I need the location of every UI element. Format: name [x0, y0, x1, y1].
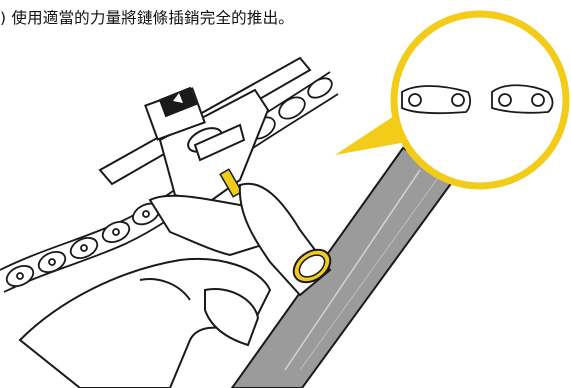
chain-tool [98, 56, 312, 207]
instruction-text: ) 使用適當的力量將鏈條插銷完全的推出。 [0, 9, 294, 27]
tool-pin [219, 168, 243, 198]
triangle-logo-icon [173, 93, 183, 103]
zoom-detail-circle [390, 10, 570, 190]
tool-handle [292, 248, 332, 284]
frame-tube [230, 146, 457, 388]
